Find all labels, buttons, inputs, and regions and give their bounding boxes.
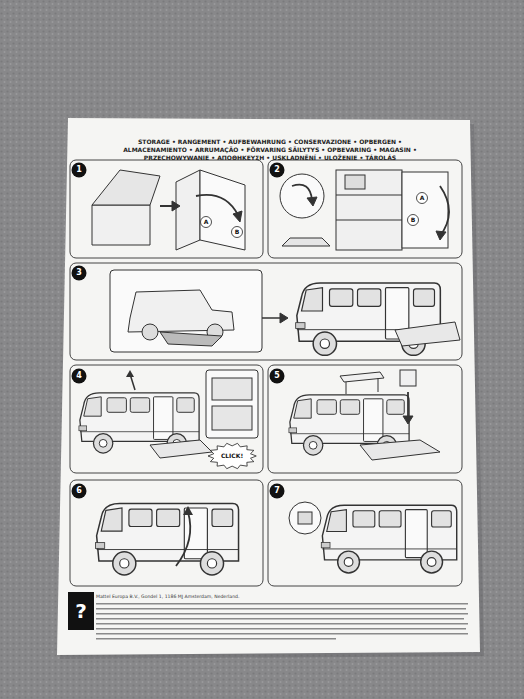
step-number: 2	[269, 162, 285, 178]
fine-print	[96, 603, 468, 605]
arrow-head	[172, 201, 180, 211]
step-number: 6	[71, 483, 87, 499]
step-panel	[70, 365, 263, 473]
close-arrow	[176, 512, 190, 566]
step-panel	[70, 263, 462, 360]
fine-print	[96, 618, 464, 620]
step-panel	[268, 160, 462, 258]
detail-box	[206, 370, 258, 438]
step-number: 3	[71, 265, 87, 281]
step-panel	[268, 365, 462, 473]
shelf	[336, 195, 402, 196]
detail-zoom	[289, 502, 321, 534]
click-burst: CLICK!	[208, 443, 256, 469]
side-wall	[200, 170, 245, 250]
step-number-text: 2	[274, 166, 280, 174]
step-number-text: 5	[274, 372, 280, 380]
callout-letter: B	[407, 214, 419, 226]
arrow-head	[126, 370, 134, 377]
floor-panel	[282, 238, 330, 246]
sheet-heading: STORAGE • RANGEMENT • AUFBEWAHRUNG • CON…	[110, 138, 430, 162]
click-burst-text: CLICK!	[221, 453, 243, 459]
camper-van	[95, 503, 238, 575]
camper-van	[321, 505, 456, 573]
arrow-head	[307, 197, 317, 206]
step-number: 1	[71, 162, 87, 178]
table-leg	[378, 378, 379, 392]
latch	[298, 512, 312, 524]
shelf	[336, 220, 402, 221]
fine-print	[96, 628, 466, 630]
cabinet	[336, 170, 402, 250]
callout-letter: B	[231, 226, 243, 238]
fine-print	[96, 638, 336, 640]
latch	[212, 378, 252, 400]
fold-arrow	[196, 195, 238, 215]
stove	[345, 175, 365, 189]
side-panel	[402, 172, 448, 248]
step-number: 5	[269, 368, 285, 384]
table-top	[340, 372, 384, 382]
fine-print	[96, 608, 466, 610]
wheel	[142, 324, 158, 340]
step-number-text: 7	[274, 487, 280, 495]
step-number-text: 3	[76, 269, 82, 277]
callout-letter-text: B	[411, 217, 416, 223]
step-number: 7	[269, 483, 285, 499]
fold-out-floor	[150, 440, 212, 458]
help-icon-text: ?	[75, 601, 87, 621]
arrow-head	[436, 231, 446, 240]
boat-toy	[160, 332, 222, 346]
step-number-text: 4	[76, 372, 82, 380]
latch	[212, 406, 252, 430]
arrow-head	[233, 211, 242, 222]
callout-letter: A	[416, 192, 428, 204]
step-number-text: 6	[76, 487, 82, 495]
inset-box	[110, 270, 262, 352]
callout-letter-text: A	[204, 219, 209, 225]
fine-print	[96, 633, 468, 635]
step-arrow	[262, 317, 282, 319]
step-panel	[70, 480, 263, 586]
fold-out-floor	[360, 440, 440, 460]
chair	[400, 370, 416, 386]
fine-print	[96, 613, 468, 615]
table-leg	[346, 382, 347, 394]
callout-letter-text: A	[420, 195, 425, 201]
fine-print	[96, 623, 468, 625]
folded-roof	[176, 170, 200, 250]
step-number: 4	[71, 368, 87, 384]
help-icon: ?	[68, 592, 94, 630]
step-panel	[268, 480, 462, 586]
step-number-text: 1	[76, 166, 82, 174]
arrow-head	[183, 506, 193, 515]
arrow-head	[403, 416, 413, 424]
legal-fine-print: Mattel Europa B.V., Gondel 1, 1186 MJ Am…	[96, 594, 468, 600]
callout-letter-text: B	[235, 229, 240, 235]
callout-letter: A	[200, 216, 212, 228]
paper-sheet	[57, 118, 480, 655]
roof-lid	[92, 170, 160, 205]
arrow-head	[280, 313, 288, 323]
ramp	[395, 322, 460, 346]
step-panel	[70, 160, 263, 258]
step-arrow	[407, 392, 409, 418]
step-arrow	[160, 205, 172, 207]
fold-arrow	[440, 186, 449, 236]
van-body-part	[92, 205, 150, 245]
detail-zoom	[280, 174, 324, 218]
